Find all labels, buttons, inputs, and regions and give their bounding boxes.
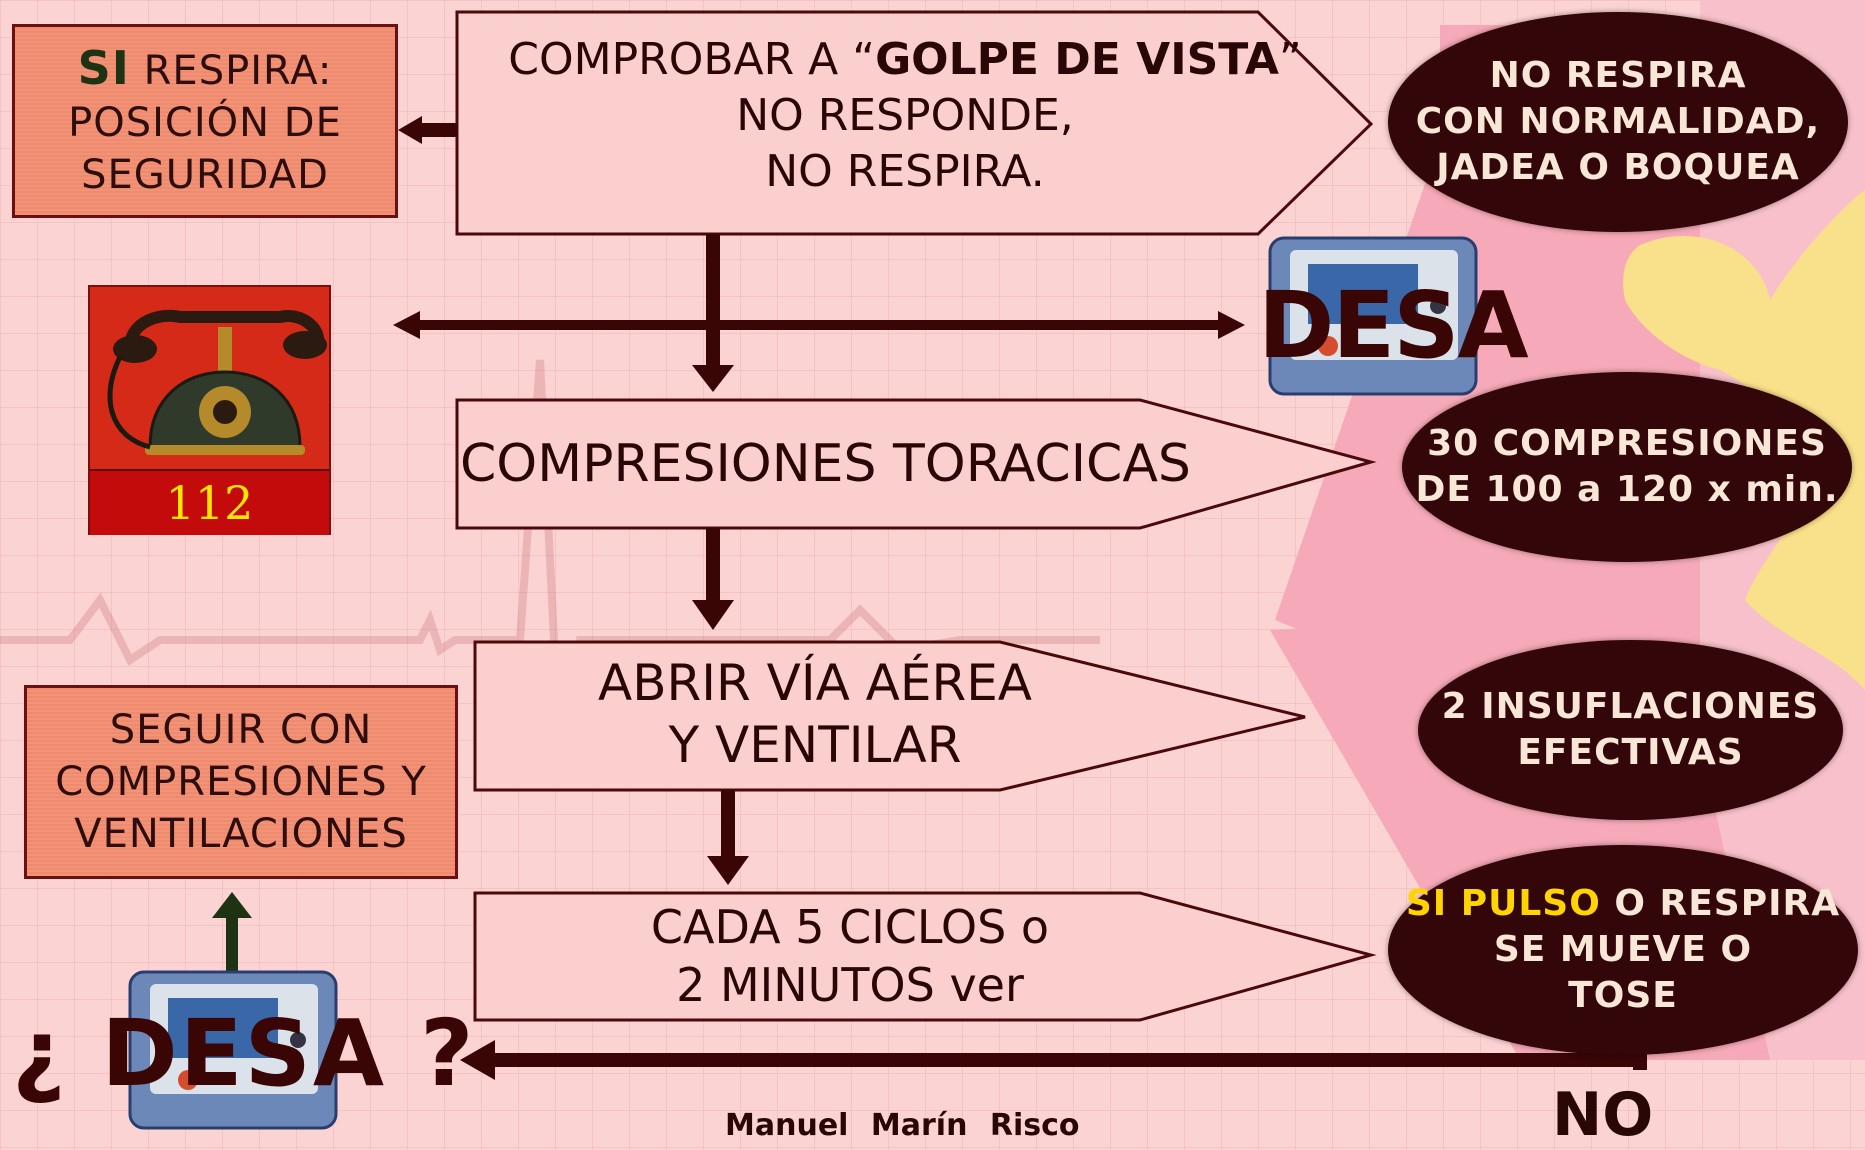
flow-step1-shape	[455, 10, 1374, 236]
oval4-line2: SE MUEVE O	[1493, 929, 1753, 970]
step1-line1: COMPROBAR A “GOLPE DE VISTA”	[470, 32, 1340, 88]
step3-line2: Y VENTILAR	[668, 716, 962, 774]
flow-step2-shape	[455, 398, 1377, 530]
oval-no-respira: NO RESPIRA CON NORMALIDAD, JADEA O BOQUE…	[1388, 12, 1848, 232]
author-credit: Manuel Marín Risco	[725, 1108, 1080, 1143]
recovery-line3: SEGURIDAD	[81, 151, 329, 198]
arrow-step3-to-step4-head	[707, 856, 749, 885]
arrow-to-phone-head	[393, 311, 420, 339]
flow-step3-text: ABRIR VÍA AÉREA Y VENTILAR	[480, 652, 1150, 776]
oval4-line3: TOSE	[1568, 975, 1678, 1016]
desa-top-label: DESA	[1258, 272, 1529, 379]
telephone-icon	[107, 309, 327, 455]
step1-line3: NO RESPIRA.	[765, 146, 1045, 197]
no-label: NO	[1552, 1080, 1654, 1150]
oval2-line1: 30 COMPRESIONES	[1427, 423, 1827, 464]
arrow-step1-to-step2-head	[692, 365, 734, 392]
oval1-line3: JADEA O BOQUEA	[1436, 147, 1800, 188]
step4-line2: 2 MINUTOS ver	[676, 958, 1024, 1012]
defibrillator-icon	[1268, 236, 1478, 396]
step1-line2: NO RESPONDE,	[736, 90, 1074, 141]
continue-line1: SEGUIR CON	[109, 707, 373, 753]
flow-step4-shape	[473, 891, 1377, 1022]
step4-line1: CADA 5 CICLOS o	[650, 900, 1050, 954]
arrow-step2-to-step3-head	[692, 600, 734, 630]
recovery-position-box: SI RESPIRA: POSICIÓN DE SEGURIDAD	[12, 24, 398, 218]
oval3-line2: EFECTIVAS	[1517, 732, 1744, 773]
continue-line2: COMPRESIONES Y	[55, 759, 427, 805]
flow-step2-text: COMPRESIONES TORACICAS	[460, 432, 1280, 496]
oval4-line1: SI PULSO O RESPIRA	[1406, 881, 1840, 927]
oval1-line1: NO RESPIRA	[1489, 55, 1747, 96]
phone-number-112: 112	[90, 469, 329, 535]
yellow-figure	[1623, 190, 1865, 690]
recovery-line2: POSICIÓN DE	[68, 99, 342, 146]
step1-line1-pre: COMPROBAR A “	[508, 34, 876, 85]
arrow-up-green-head	[212, 892, 252, 918]
emergency-phone-panel: 112	[88, 285, 331, 535]
step2-line1: COMPRESIONES TORACICAS	[460, 434, 1191, 494]
continue-line3: VENTILACIONES	[74, 811, 408, 857]
oval-si-pulso: SI PULSO O RESPIRA SE MUEVE O TOSE	[1388, 845, 1858, 1055]
oval4-line1-rest: O RESPIRA	[1600, 883, 1841, 924]
recovery-line1: SI RESPIRA:	[78, 42, 333, 97]
recovery-line1-rest: RESPIRA:	[143, 47, 333, 94]
step1-line1-post: ”	[1278, 34, 1302, 85]
flow-step3-shape	[473, 640, 1306, 792]
arrow-to-desa-head	[1218, 311, 1245, 339]
flow-step1-text: COMPROBAR A “GOLPE DE VISTA” NO RESPONDE…	[470, 32, 1340, 200]
step1-line1-bold: GOLPE DE VISTA	[875, 34, 1279, 85]
oval3-line1: 2 INSUFLACIONES	[1441, 686, 1820, 727]
oval-insuflaciones: 2 INSUFLACIONES EFECTIVAS	[1418, 640, 1843, 820]
arrow-return-head	[460, 1040, 495, 1080]
continue-cpr-box: SEGUIR CON COMPRESIONES Y VENTILACIONES	[24, 685, 458, 879]
flow-step4-text: CADA 5 CICLOS o 2 MINUTOS ver	[480, 898, 1220, 1014]
oval1-line2: CON NORMALIDAD,	[1415, 101, 1821, 142]
telephone-icon-area	[90, 287, 329, 469]
step3-line1: ABRIR VÍA AÉREA	[597, 654, 1032, 712]
recovery-si: SI	[77, 40, 130, 95]
ecg-line	[0, 359, 1100, 761]
arrow-to-recovery-head	[398, 116, 422, 144]
desa-bottom-label: ¿ DESA ?	[12, 1000, 476, 1107]
oval-compresiones: 30 COMPRESIONES DE 100 a 120 x min.	[1402, 372, 1852, 562]
oval4-line1-yellow: SI PULSO	[1405, 883, 1601, 924]
defibrillator-bottom-icon	[128, 970, 338, 1130]
oval2-line2: DE 100 a 120 x min.	[1415, 469, 1839, 510]
